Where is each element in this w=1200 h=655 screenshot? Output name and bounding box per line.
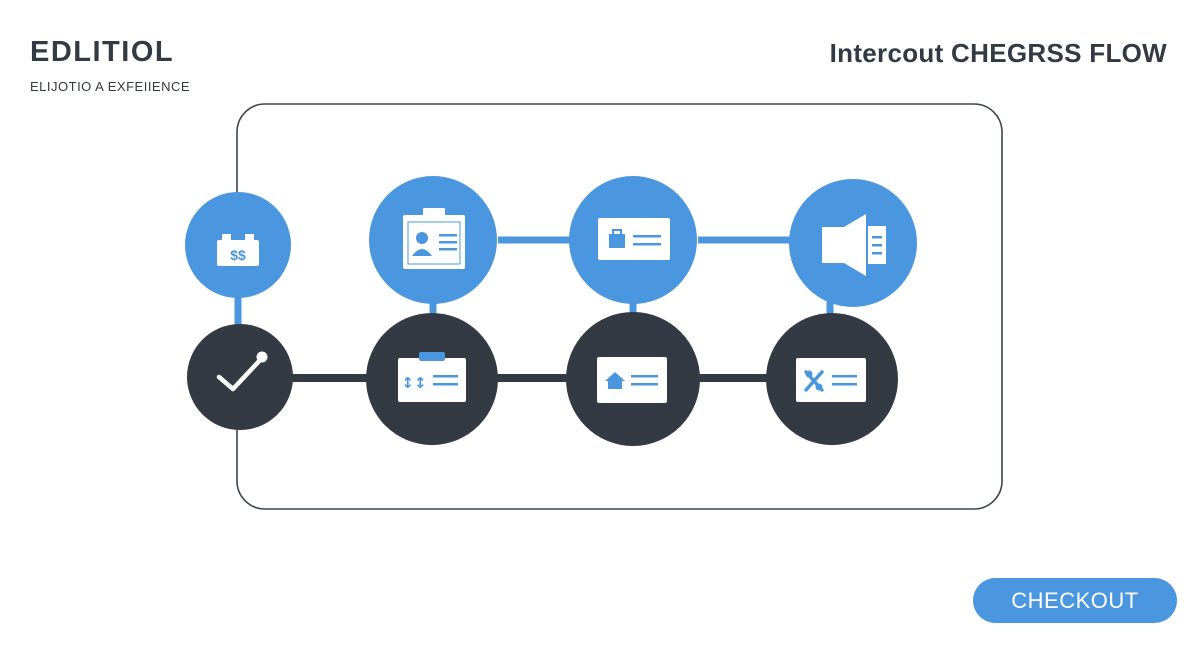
brand-title: EDLITIOL bbox=[30, 36, 175, 68]
step-bottom-4[interactable] bbox=[766, 313, 898, 445]
arrows-card-icon: ↕↕ bbox=[398, 352, 466, 402]
flow-frame bbox=[236, 103, 1003, 510]
megaphone-icon bbox=[822, 214, 886, 276]
step-bottom-2[interactable]: ↕↕ bbox=[366, 313, 498, 445]
step-bottom-1[interactable] bbox=[187, 324, 293, 430]
dollar-card-icon: $$ bbox=[217, 234, 259, 266]
briefcase-card-icon bbox=[598, 218, 670, 260]
checkmark-icon bbox=[216, 351, 268, 392]
dollar-icon-text: $$ bbox=[230, 247, 246, 263]
brand-subtitle: ELIJOTIO A EXFEIIENCE bbox=[30, 79, 191, 94]
arrows-icon-text: ↕↕ bbox=[401, 374, 426, 392]
step-bottom-3[interactable] bbox=[566, 312, 700, 446]
home-card-icon bbox=[597, 357, 667, 403]
flow-title: Intercout CHEGRSS FLOW bbox=[829, 38, 1167, 68]
step-top-2[interactable] bbox=[369, 176, 497, 304]
id-badge-icon bbox=[403, 208, 465, 269]
step-top-4[interactable] bbox=[789, 179, 917, 307]
checkout-button[interactable]: CHECKOUT bbox=[973, 578, 1177, 623]
step-top-1[interactable]: $$ bbox=[185, 192, 291, 298]
tools-card-icon bbox=[796, 358, 866, 402]
step-top-3[interactable] bbox=[569, 176, 697, 304]
